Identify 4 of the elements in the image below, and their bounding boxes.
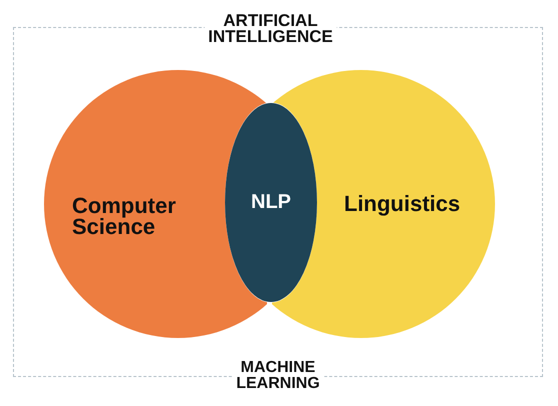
overlap-label: NLP xyxy=(251,192,291,212)
frame-label: ARTIFICIAL INTELLIGENCE xyxy=(204,13,337,46)
circle-label: Computer Science xyxy=(72,194,176,237)
circle-label: Linguistics xyxy=(344,192,460,214)
